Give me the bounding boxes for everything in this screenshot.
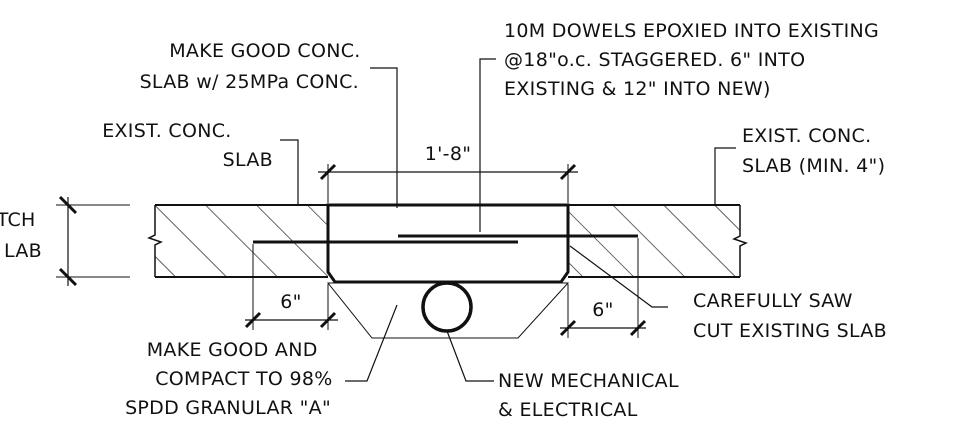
patch-width-dimension — [318, 163, 578, 203]
saw-cut-line-2: CUT EXISTING SLAB — [693, 320, 887, 342]
mechanical-line-2: & ELECTRICAL — [498, 399, 638, 421]
leader-lines — [280, 58, 736, 382]
left-overlap-dimension-label: 6" — [280, 291, 301, 313]
new-concrete-patch — [326, 203, 570, 284]
left-overlap-dimension — [244, 244, 338, 330]
saw-cut-line-1: CAREFULLY SAW — [693, 290, 853, 312]
granular-line-2: COMPACT TO 98% — [155, 368, 332, 390]
patch-slab-line-2: LAB — [4, 240, 42, 262]
right-overlap-dimension-label: 6" — [592, 299, 613, 321]
patch-slab-line-1: TCH — [0, 209, 36, 231]
dowels-line-2: @18"o.c. STAGGERED. 6" INTO — [504, 49, 805, 71]
existing-slab-right — [568, 204, 748, 278]
make-good-slab-label: MAKE GOOD CONC. SLAB w/ 25MPa CONC. — [140, 40, 367, 93]
mechanical-line-1: NEW MECHANICAL — [498, 370, 679, 392]
break-line-right — [732, 205, 748, 277]
slab-thickness-dimension — [56, 195, 130, 287]
granular-line-1: MAKE GOOD AND — [147, 339, 318, 361]
break-line-left — [147, 205, 163, 277]
exist-slab-left-label: EXIST. CONC. SLAB — [102, 120, 273, 171]
dowels-line-3: EXISTING & 12" INTO NEW) — [504, 78, 771, 100]
exist-slab-right-line-1: EXIST. CONC. — [742, 125, 871, 147]
dowels-line-1: 10M DOWELS EPOXIED INTO EXISTING — [504, 20, 879, 42]
granular-label: MAKE GOOD AND COMPACT TO 98% SPDD GRANUL… — [125, 339, 339, 419]
exist-slab-right-line-2: SLAB (MIN. 4") — [742, 155, 885, 177]
exist-slab-right-label: EXIST. CONC. SLAB (MIN. 4") — [742, 125, 885, 177]
saw-cut-label: CAREFULLY SAW CUT EXISTING SLAB — [693, 290, 887, 342]
exist-slab-left-line-1: EXIST. CONC. — [102, 120, 231, 142]
right-overlap-dimension — [559, 238, 647, 338]
make-good-slab-line-1: MAKE GOOD CONC. — [169, 40, 360, 62]
make-good-slab-line-2: SLAB w/ 25MPa CONC. — [140, 71, 359, 93]
granular-line-3: SPDD GRANULAR "A" — [125, 397, 331, 419]
patch-width-dimension-label: 1'-8" — [425, 143, 472, 165]
patch-slab-label: TCH LAB — [0, 209, 42, 262]
mechanical-label: NEW MECHANICAL & ELECTRICAL — [498, 370, 685, 421]
dowels-label: 10M DOWELS EPOXIED INTO EXISTING @18"o.c… — [504, 20, 885, 100]
exist-slab-left-line-2: SLAB — [223, 149, 273, 171]
new-pipe — [421, 281, 473, 333]
